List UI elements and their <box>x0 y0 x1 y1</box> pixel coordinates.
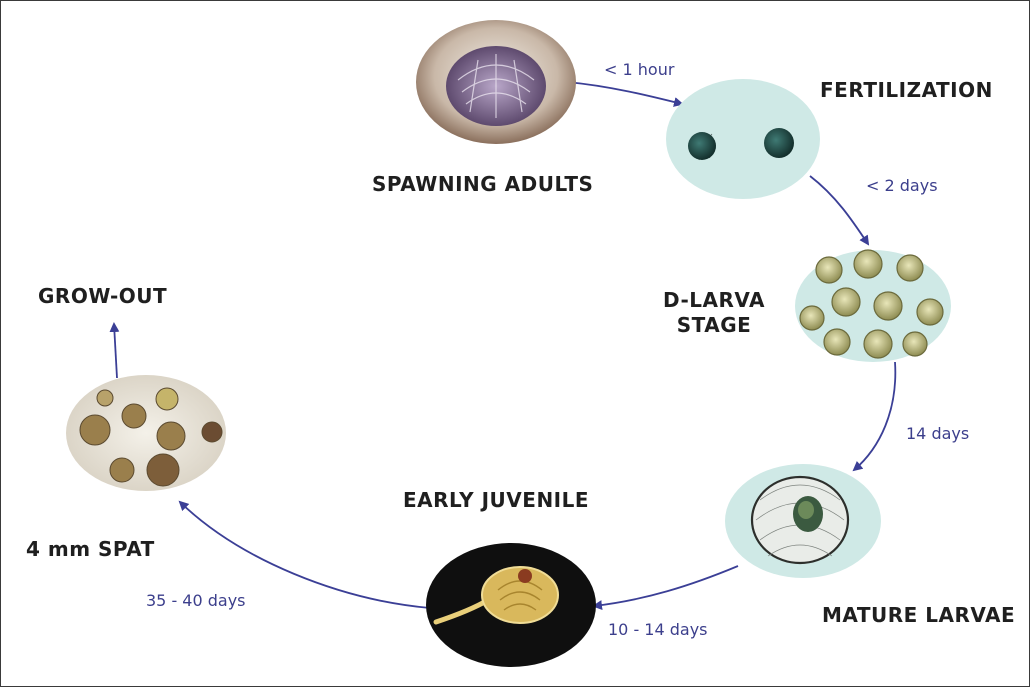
arrow-mature-larvae-to-early-juvenile <box>594 566 738 606</box>
spat-image <box>66 375 226 491</box>
label-early-juvenile: EARLY JUVENILE <box>403 488 589 513</box>
duration-to-d-larva: < 2 days <box>866 176 938 195</box>
label-mature-larvae: MATURE LARVAE <box>822 603 1015 628</box>
arrow-spawning-to-fertilization <box>567 82 682 104</box>
duration-to-mature-larvae: 14 days <box>906 424 969 443</box>
arrow-d-larva-to-mature-larvae <box>854 362 895 470</box>
spawning-adults-image <box>416 20 576 144</box>
arrow-spat-to-grow-out <box>114 324 117 378</box>
fertilization-image <box>666 79 820 199</box>
label-grow-out: GROW-OUT <box>38 284 167 309</box>
label-spat: 4 mm SPAT <box>26 537 155 562</box>
duration-to-spat: 35 - 40 days <box>146 591 246 610</box>
label-d-larva: D-LARVA STAGE <box>654 288 774 338</box>
early-juvenile-image <box>426 543 596 667</box>
arrow-fertilization-to-d-larva <box>810 176 868 244</box>
label-d-larva-line2: STAGE <box>654 313 774 338</box>
label-spawning-adults: SPAWNING ADULTS <box>372 172 593 197</box>
duration-to-fertilization: < 1 hour <box>604 60 674 79</box>
mature-larvae-image <box>725 464 881 578</box>
duration-to-early-juvenile: 10 - 14 days <box>608 620 708 639</box>
label-d-larva-line1: D-LARVA <box>654 288 774 313</box>
label-fertilization: FERTILIZATION <box>820 78 993 103</box>
d-larva-image <box>795 250 951 362</box>
